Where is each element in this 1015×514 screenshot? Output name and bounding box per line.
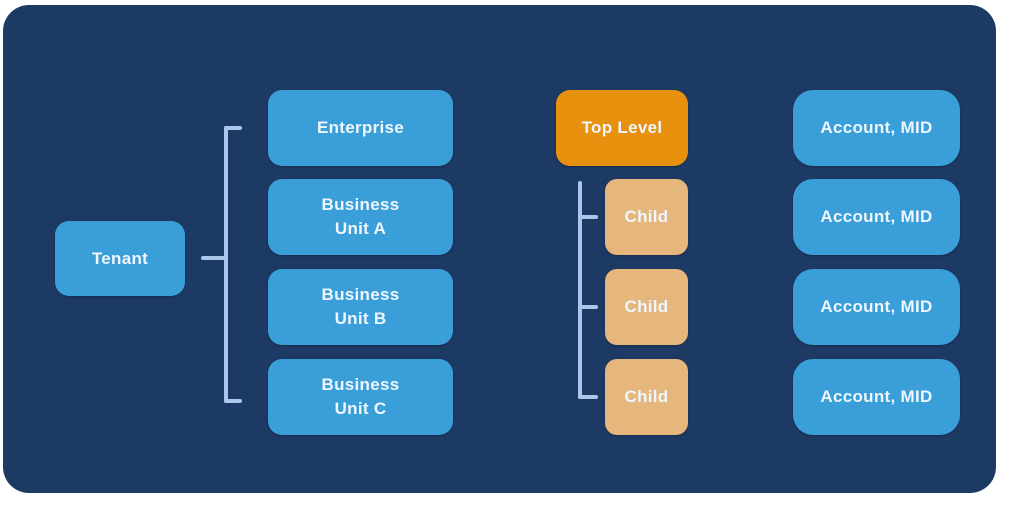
top-level-tree-branch-1 [578, 215, 598, 219]
node-child-3: Child [605, 359, 688, 435]
diagram-panel: Tenant Enterprise Business Unit A Busine… [3, 5, 996, 493]
node-business-unit-b: Business Unit B [268, 269, 453, 345]
tenant-bracket-top-tick [224, 126, 242, 130]
top-level-tree-branch-2 [578, 305, 598, 309]
node-tenant: Tenant [55, 221, 185, 296]
node-account-mid-3: Account, MID [793, 269, 960, 345]
node-account-mid-1: Account, MID [793, 90, 960, 166]
tenant-bracket-bottom-tick [224, 399, 242, 403]
top-level-tree-branch-3 [578, 395, 598, 399]
node-account-mid-4: Account, MID [793, 359, 960, 435]
tenant-bracket-vertical-line [224, 126, 228, 403]
node-enterprise: Enterprise [268, 90, 453, 166]
node-top-level: Top Level [556, 90, 688, 166]
node-business-unit-a: Business Unit A [268, 179, 453, 255]
node-account-mid-2: Account, MID [793, 179, 960, 255]
node-business-unit-c: Business Unit C [268, 359, 453, 435]
top-level-tree-vertical-line [578, 181, 582, 399]
node-child-2: Child [605, 269, 688, 345]
node-child-1: Child [605, 179, 688, 255]
tenant-bracket-middle-tick [201, 256, 228, 260]
